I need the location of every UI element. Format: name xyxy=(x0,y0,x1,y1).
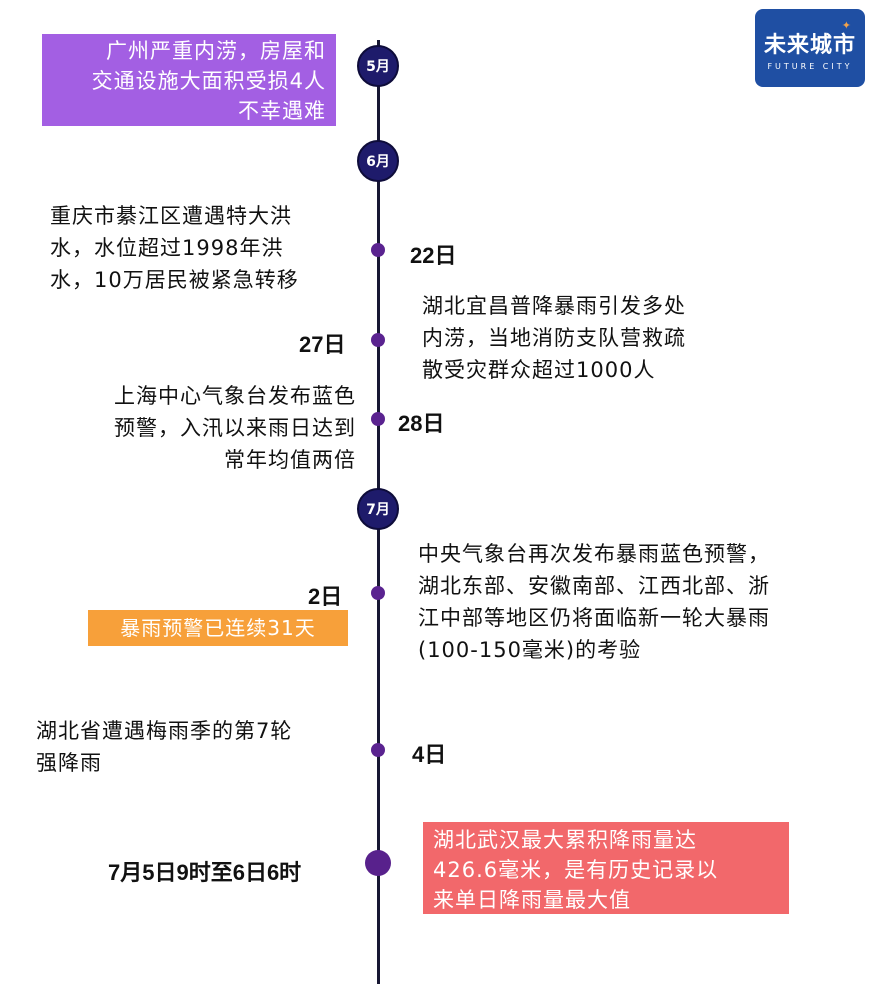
logo-title: 未来城市 xyxy=(763,33,856,58)
event-line: 水，水位超过1998年洪 xyxy=(50,236,284,260)
event-line: 重庆市綦江区遭遇特大洪 xyxy=(50,204,292,228)
event-line: 水，10万居民被紧急转移 xyxy=(50,268,299,292)
event-dot-jun27 xyxy=(371,333,385,347)
event-jun22-text: 重庆市綦江区遭遇特大洪 水，水位超过1998年洪 水，10万居民被紧急转移 xyxy=(50,200,299,296)
month-marker-may: 5月 xyxy=(357,45,399,87)
event-line: 交通设施大面积受损4人 xyxy=(91,69,326,93)
event-line: 湖北武汉最大累积降雨量达 xyxy=(433,828,697,852)
event-line: 不幸遇难 xyxy=(238,99,326,123)
event-day-jul2: 2日 xyxy=(308,584,343,609)
event-day-jun22: 22日 xyxy=(410,243,457,268)
event-line: 湖北东部、安徽南部、江西北部、浙 xyxy=(418,574,770,598)
event-line: 江中部等地区仍将面临新一轮大暴雨 xyxy=(418,606,770,630)
event-line: 散受灾群众超过1000人 xyxy=(422,358,656,382)
event-line: 来单日降雨量最大值 xyxy=(433,888,631,912)
rain-warning-badge: 暴雨预警已连续31天 xyxy=(88,610,348,646)
event-day-jun27: 27日 xyxy=(299,332,346,357)
event-line: 中央气象台再次发布暴雨蓝色预警， xyxy=(418,542,770,566)
event-day-jul4: 4日 xyxy=(412,742,447,767)
event-dot-jun22 xyxy=(371,243,385,257)
event-jun28-text: 上海中心气象台发布蓝色 预警，入汛以来雨日达到 常年均值两倍 xyxy=(40,380,356,476)
event-jun27-text: 湖北宜昌普降暴雨引发多处 内涝，当地消防支队营救疏 散受灾群众超过1000人 xyxy=(422,290,686,386)
event-line: 上海中心气象台发布蓝色 xyxy=(114,384,356,408)
event-dot-jul4 xyxy=(371,743,385,757)
event-line: 内涝，当地消防支队营救疏 xyxy=(422,326,686,350)
event-dot-jul2 xyxy=(371,586,385,600)
event-jul2-text: 中央气象台再次发布暴雨蓝色预警， 湖北东部、安徽南部、江西北部、浙 江中部等地区… xyxy=(418,538,770,666)
future-city-logo: ✦ 未来城市 FUTURE CITY xyxy=(755,9,865,87)
event-day-jul5: 7月5日9时至6日6时 xyxy=(108,860,302,885)
event-day-jun28: 28日 xyxy=(398,411,445,436)
month-marker-july: 7月 xyxy=(357,488,399,530)
star-icon: ✦ xyxy=(841,19,851,32)
event-line: 广州严重内涝，房屋和 xyxy=(106,39,326,63)
event-dot-jul5 xyxy=(365,850,391,876)
event-may-guangzhou: 广州严重内涝，房屋和 交通设施大面积受损4人 不幸遇难 xyxy=(42,34,336,126)
event-line: 预警，入汛以来雨日达到 xyxy=(114,416,356,440)
event-line: 常年均值两倍 xyxy=(224,448,356,472)
event-line: 湖北省遭遇梅雨季的第7轮 xyxy=(36,719,293,743)
event-jul4-text: 湖北省遭遇梅雨季的第7轮 强降雨 xyxy=(36,715,292,779)
event-jul5-wuhan: 湖北武汉最大累积降雨量达 426.6毫米，是有历史记录以 来单日降雨量最大值 xyxy=(423,822,789,914)
event-line: 强降雨 xyxy=(36,751,102,775)
event-line: 湖北宜昌普降暴雨引发多处 xyxy=(422,294,686,318)
logo-subtitle: FUTURE CITY xyxy=(767,62,853,71)
event-line: (100-150毫米)的考验 xyxy=(418,638,642,662)
event-line: 426.6毫米，是有历史记录以 xyxy=(433,858,719,882)
month-marker-june: 6月 xyxy=(357,140,399,182)
event-dot-jun28 xyxy=(371,412,385,426)
